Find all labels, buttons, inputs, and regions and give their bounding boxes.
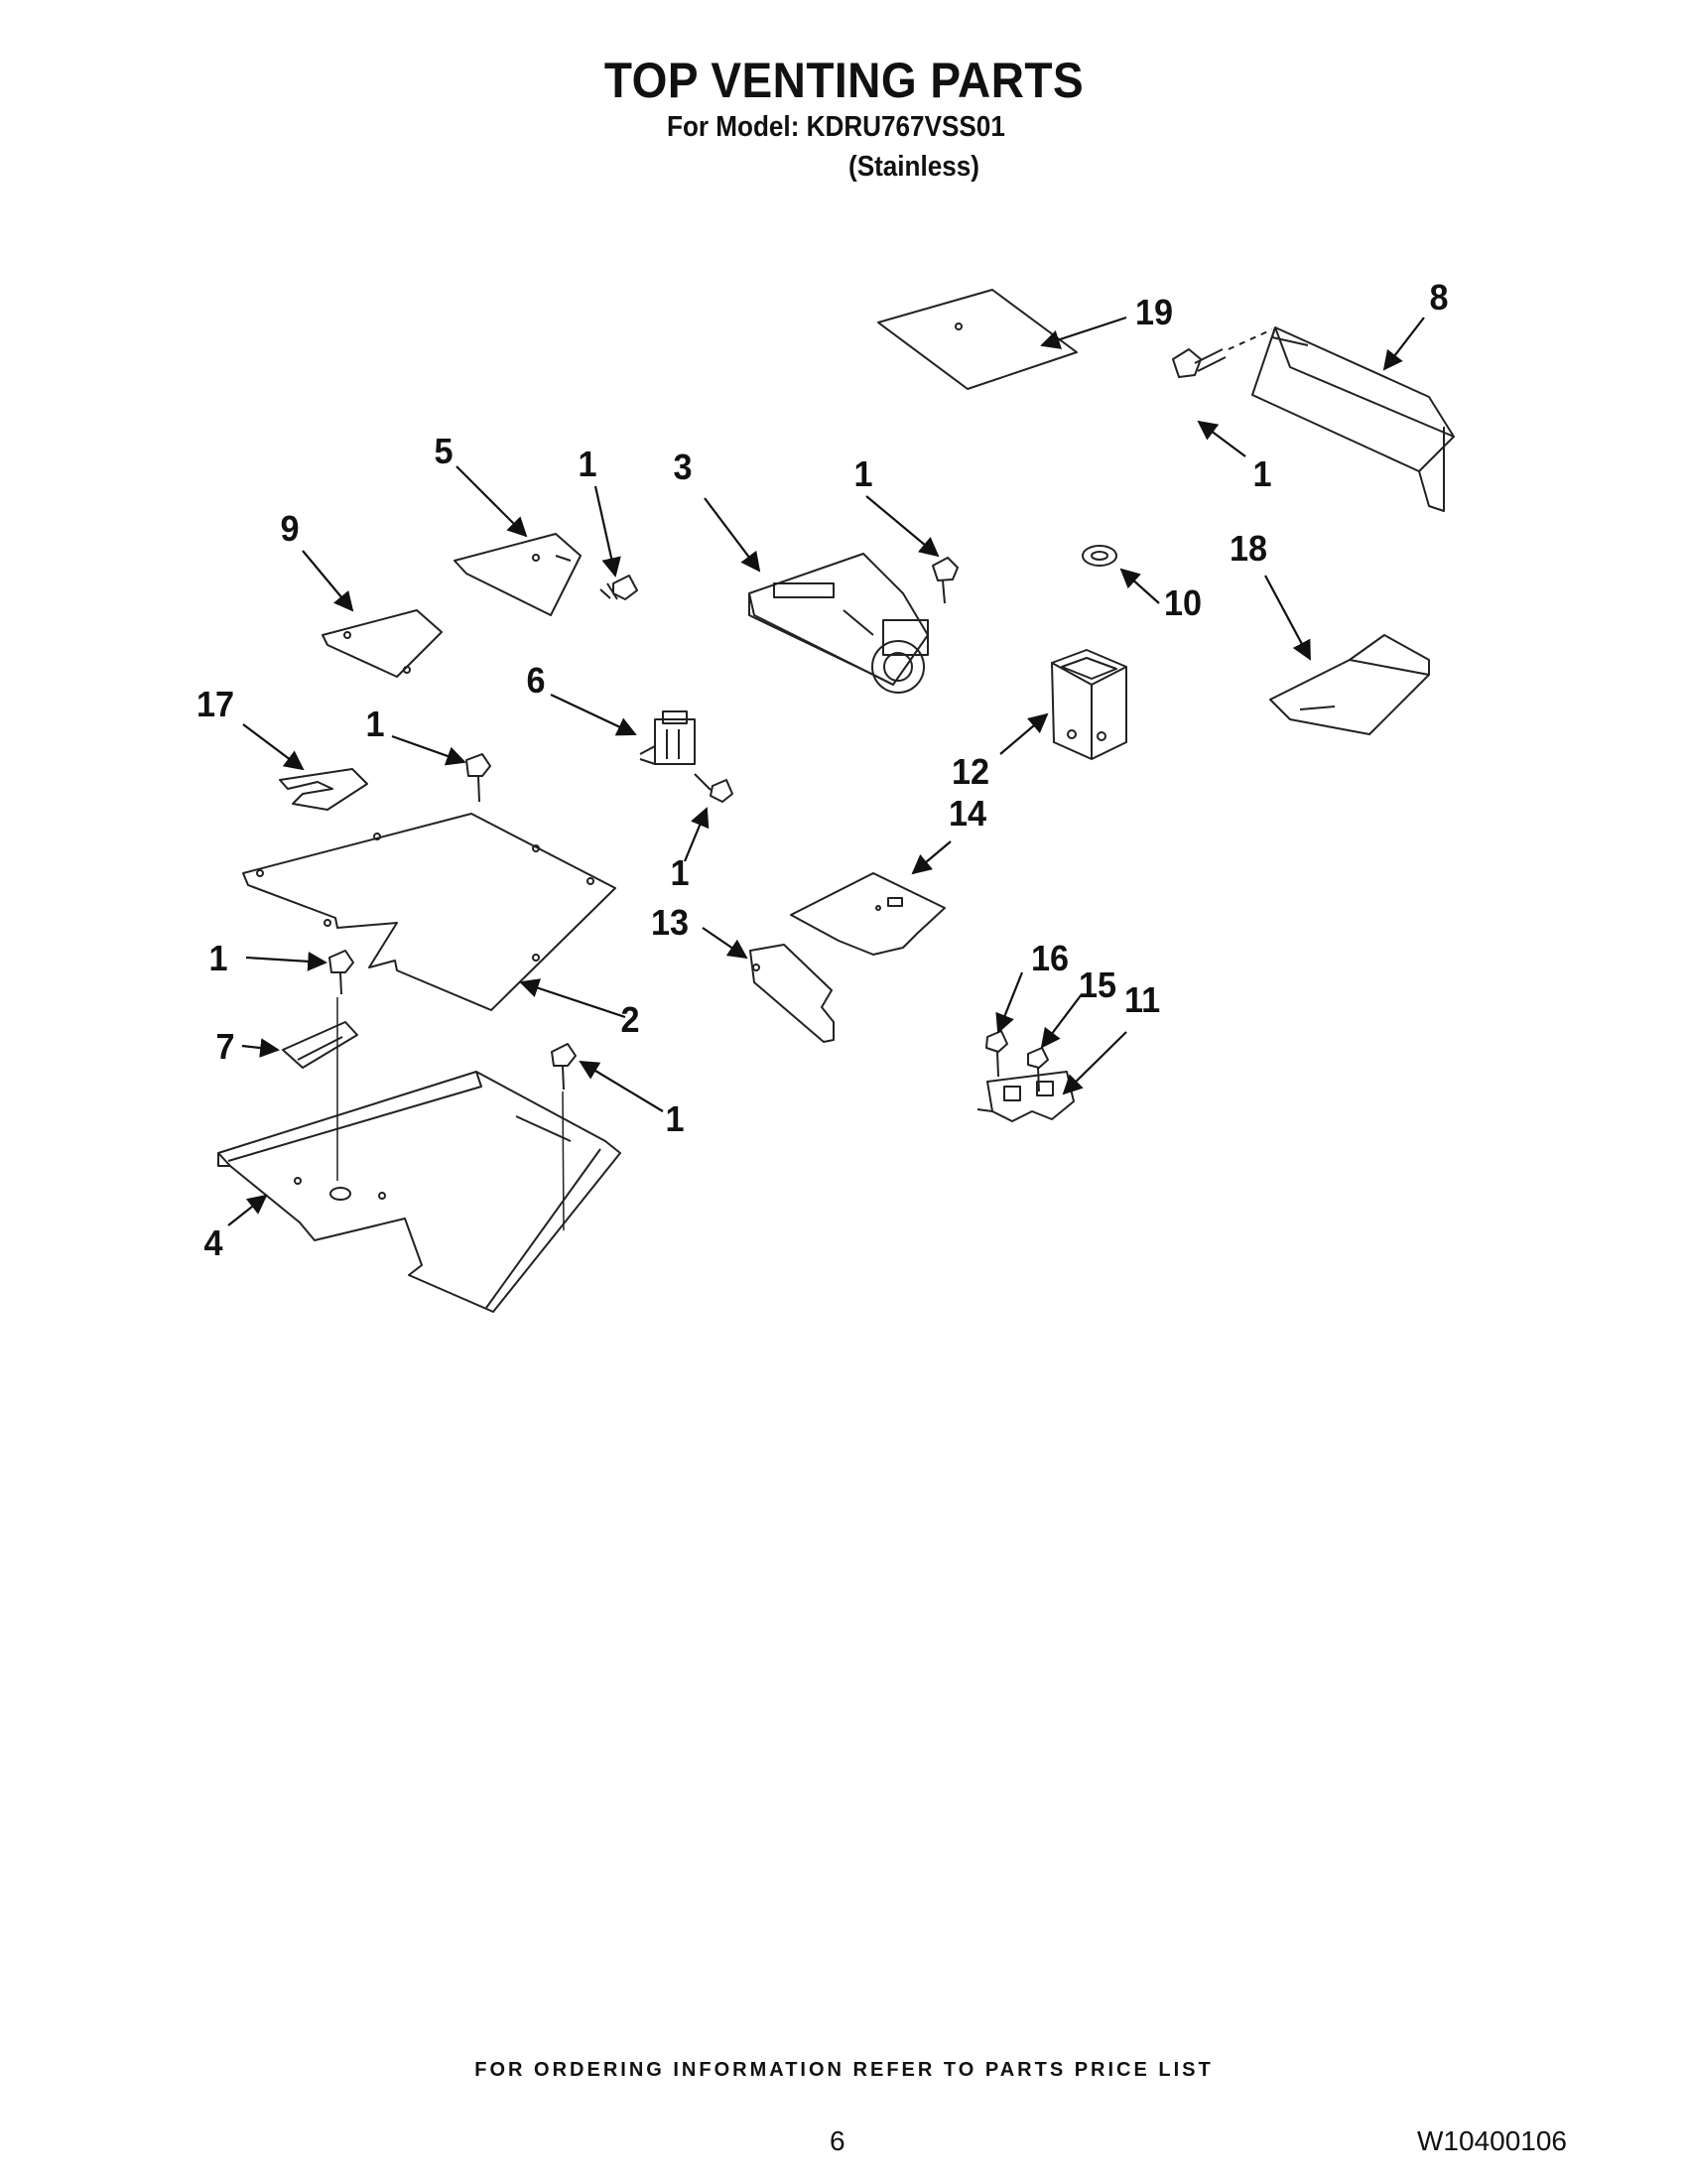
callout-15: 15 <box>1079 964 1117 1005</box>
callout-16: 16 <box>1031 938 1070 978</box>
exploded-parts-diagram <box>217 289 1455 1313</box>
callout-6: 6 <box>526 660 546 701</box>
callout-1: 1 <box>578 444 597 484</box>
callout-18: 18 <box>1230 528 1268 569</box>
ordering-note: FOR ORDERING INFORMATION REFER TO PARTS … <box>474 2059 1214 2081</box>
callout-2: 2 <box>620 999 640 1040</box>
part-7-bracket <box>282 1021 358 1069</box>
part-15-screw <box>1027 1047 1049 1092</box>
part-18-bracket <box>1269 634 1430 735</box>
part-14-plate <box>790 872 946 956</box>
part-1-screw-a <box>1172 328 1273 378</box>
page-number: 6 <box>830 2125 845 2156</box>
callout-1: 1 <box>665 1098 685 1139</box>
part-6-transformer <box>639 710 696 765</box>
part-11-terminal-block <box>976 1071 1075 1122</box>
part-1-screw-b <box>599 575 638 600</box>
leader-arrows <box>227 316 1425 1226</box>
part-8-vent-bracket <box>1251 326 1455 512</box>
part-16-screw <box>985 1030 1008 1078</box>
part-10-washer <box>1082 545 1117 567</box>
part-12-box <box>1051 649 1127 760</box>
callout-17: 17 <box>196 684 235 724</box>
callout-11: 11 <box>1123 979 1161 1020</box>
callout-5: 5 <box>434 431 454 471</box>
callout-1: 1 <box>208 938 228 978</box>
part-3-blower-assembly <box>748 553 929 694</box>
callout-8: 8 <box>1429 277 1449 318</box>
document-number: W10400106 <box>1417 2125 1568 2156</box>
callout-13: 13 <box>651 902 690 943</box>
part-9-plate <box>322 609 443 678</box>
callout-10: 10 <box>1164 582 1203 623</box>
callout-9: 9 <box>280 508 300 549</box>
callout-19: 19 <box>1135 292 1174 332</box>
part-1-screw-d <box>694 773 733 803</box>
callout-3: 3 <box>673 447 693 487</box>
part-5-plate <box>454 533 582 616</box>
callout-12: 12 <box>952 751 990 792</box>
part-2-panel <box>242 813 616 1011</box>
part-1-screw-g <box>551 1043 577 1231</box>
callout-1: 1 <box>670 852 690 893</box>
part-1-screw-f <box>328 950 354 1181</box>
page-title: TOP VENTING PARTS <box>603 53 1085 108</box>
part-4-base-plate <box>217 1071 621 1313</box>
callout-7: 7 <box>215 1026 235 1067</box>
part-13-shield <box>749 944 835 1043</box>
part-19-sheet <box>877 289 1078 390</box>
callout-14: 14 <box>949 793 987 834</box>
callout-1: 1 <box>853 453 873 494</box>
part-1-screw-e <box>465 753 491 803</box>
callout-1: 1 <box>365 704 385 744</box>
callout-1: 1 <box>1252 453 1272 494</box>
model-line: For Model: KDRU767VSS01 <box>667 111 1005 143</box>
part-1-screw-c <box>932 557 959 604</box>
finish-line: (Stainless) <box>848 151 980 183</box>
part-17-gasket <box>279 768 368 811</box>
callout-4: 4 <box>203 1222 223 1263</box>
